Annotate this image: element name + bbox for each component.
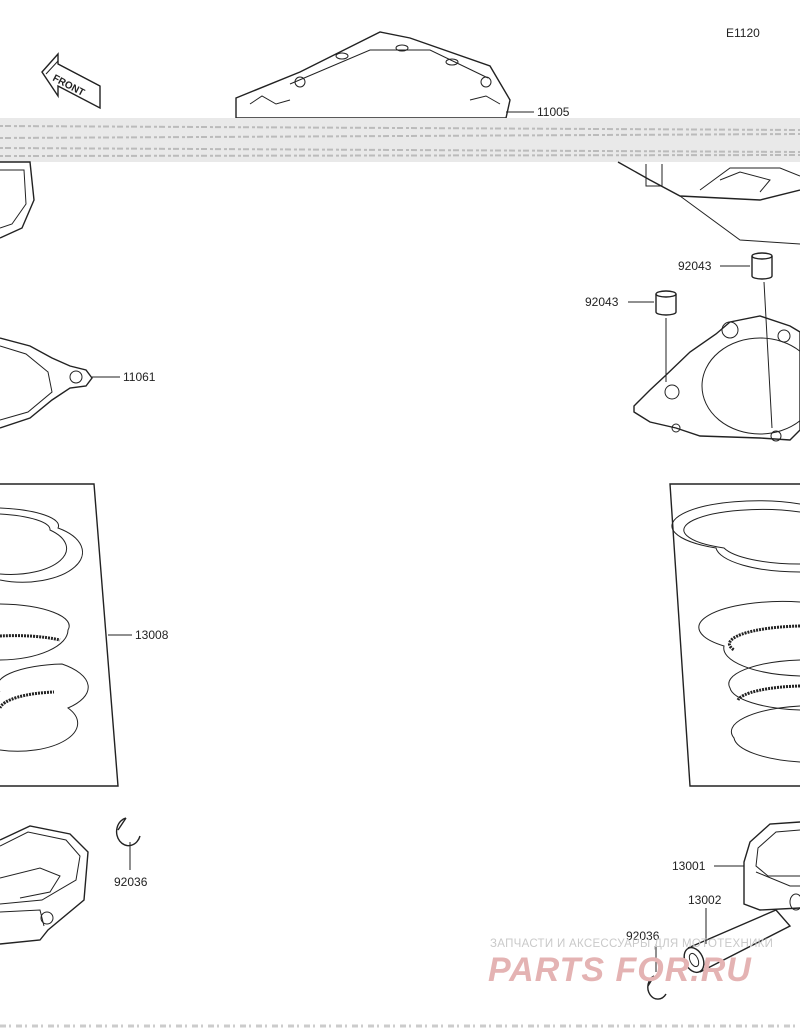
circlip-left [115, 817, 141, 847]
diagram-ref-code: E1120 [726, 26, 760, 40]
cylinder-head-part [235, 31, 511, 119]
front-label: FRONT [51, 73, 87, 99]
watermark-logo: PARTS FOR.RU [488, 951, 752, 989]
callout-13002: 13002 [688, 893, 722, 907]
callout-13008: 13008 [135, 628, 169, 642]
piston-left [0, 825, 89, 945]
scan-noise-band [0, 118, 800, 162]
callout-92036-right: 92036 [626, 929, 660, 943]
callout-92043-lower: 92043 [585, 295, 619, 309]
callout-11005: 11005 [537, 105, 570, 119]
callout-13001: 13001 [672, 859, 706, 873]
base-gasket-right [633, 315, 800, 442]
callout-92043-upper: 92043 [678, 259, 712, 273]
front-arrow-icon: FRONT [41, 52, 101, 110]
cylinder-block-right [617, 161, 800, 245]
callout-92036-left: 92036 [114, 875, 148, 889]
callout-11061: 11061 [123, 370, 156, 384]
cylinder-block-left [0, 161, 35, 239]
piston-ring-set-right [669, 483, 800, 787]
leader-lines [92, 111, 750, 972]
dowel-pin-lower [655, 290, 677, 316]
piston-right [743, 821, 800, 911]
base-gasket-left [0, 337, 93, 429]
piston-pin [683, 909, 792, 974]
watermark-tagline: ЗАПЧАСТИ И АКСЕССУАРЫ ДЛЯ МОТОТЕХНИКИ [490, 938, 774, 950]
piston-ring-set-left [0, 483, 119, 787]
dowel-pin-upper [751, 252, 773, 280]
circlip-right [647, 975, 667, 1000]
dowel-guide-lines [665, 281, 773, 429]
